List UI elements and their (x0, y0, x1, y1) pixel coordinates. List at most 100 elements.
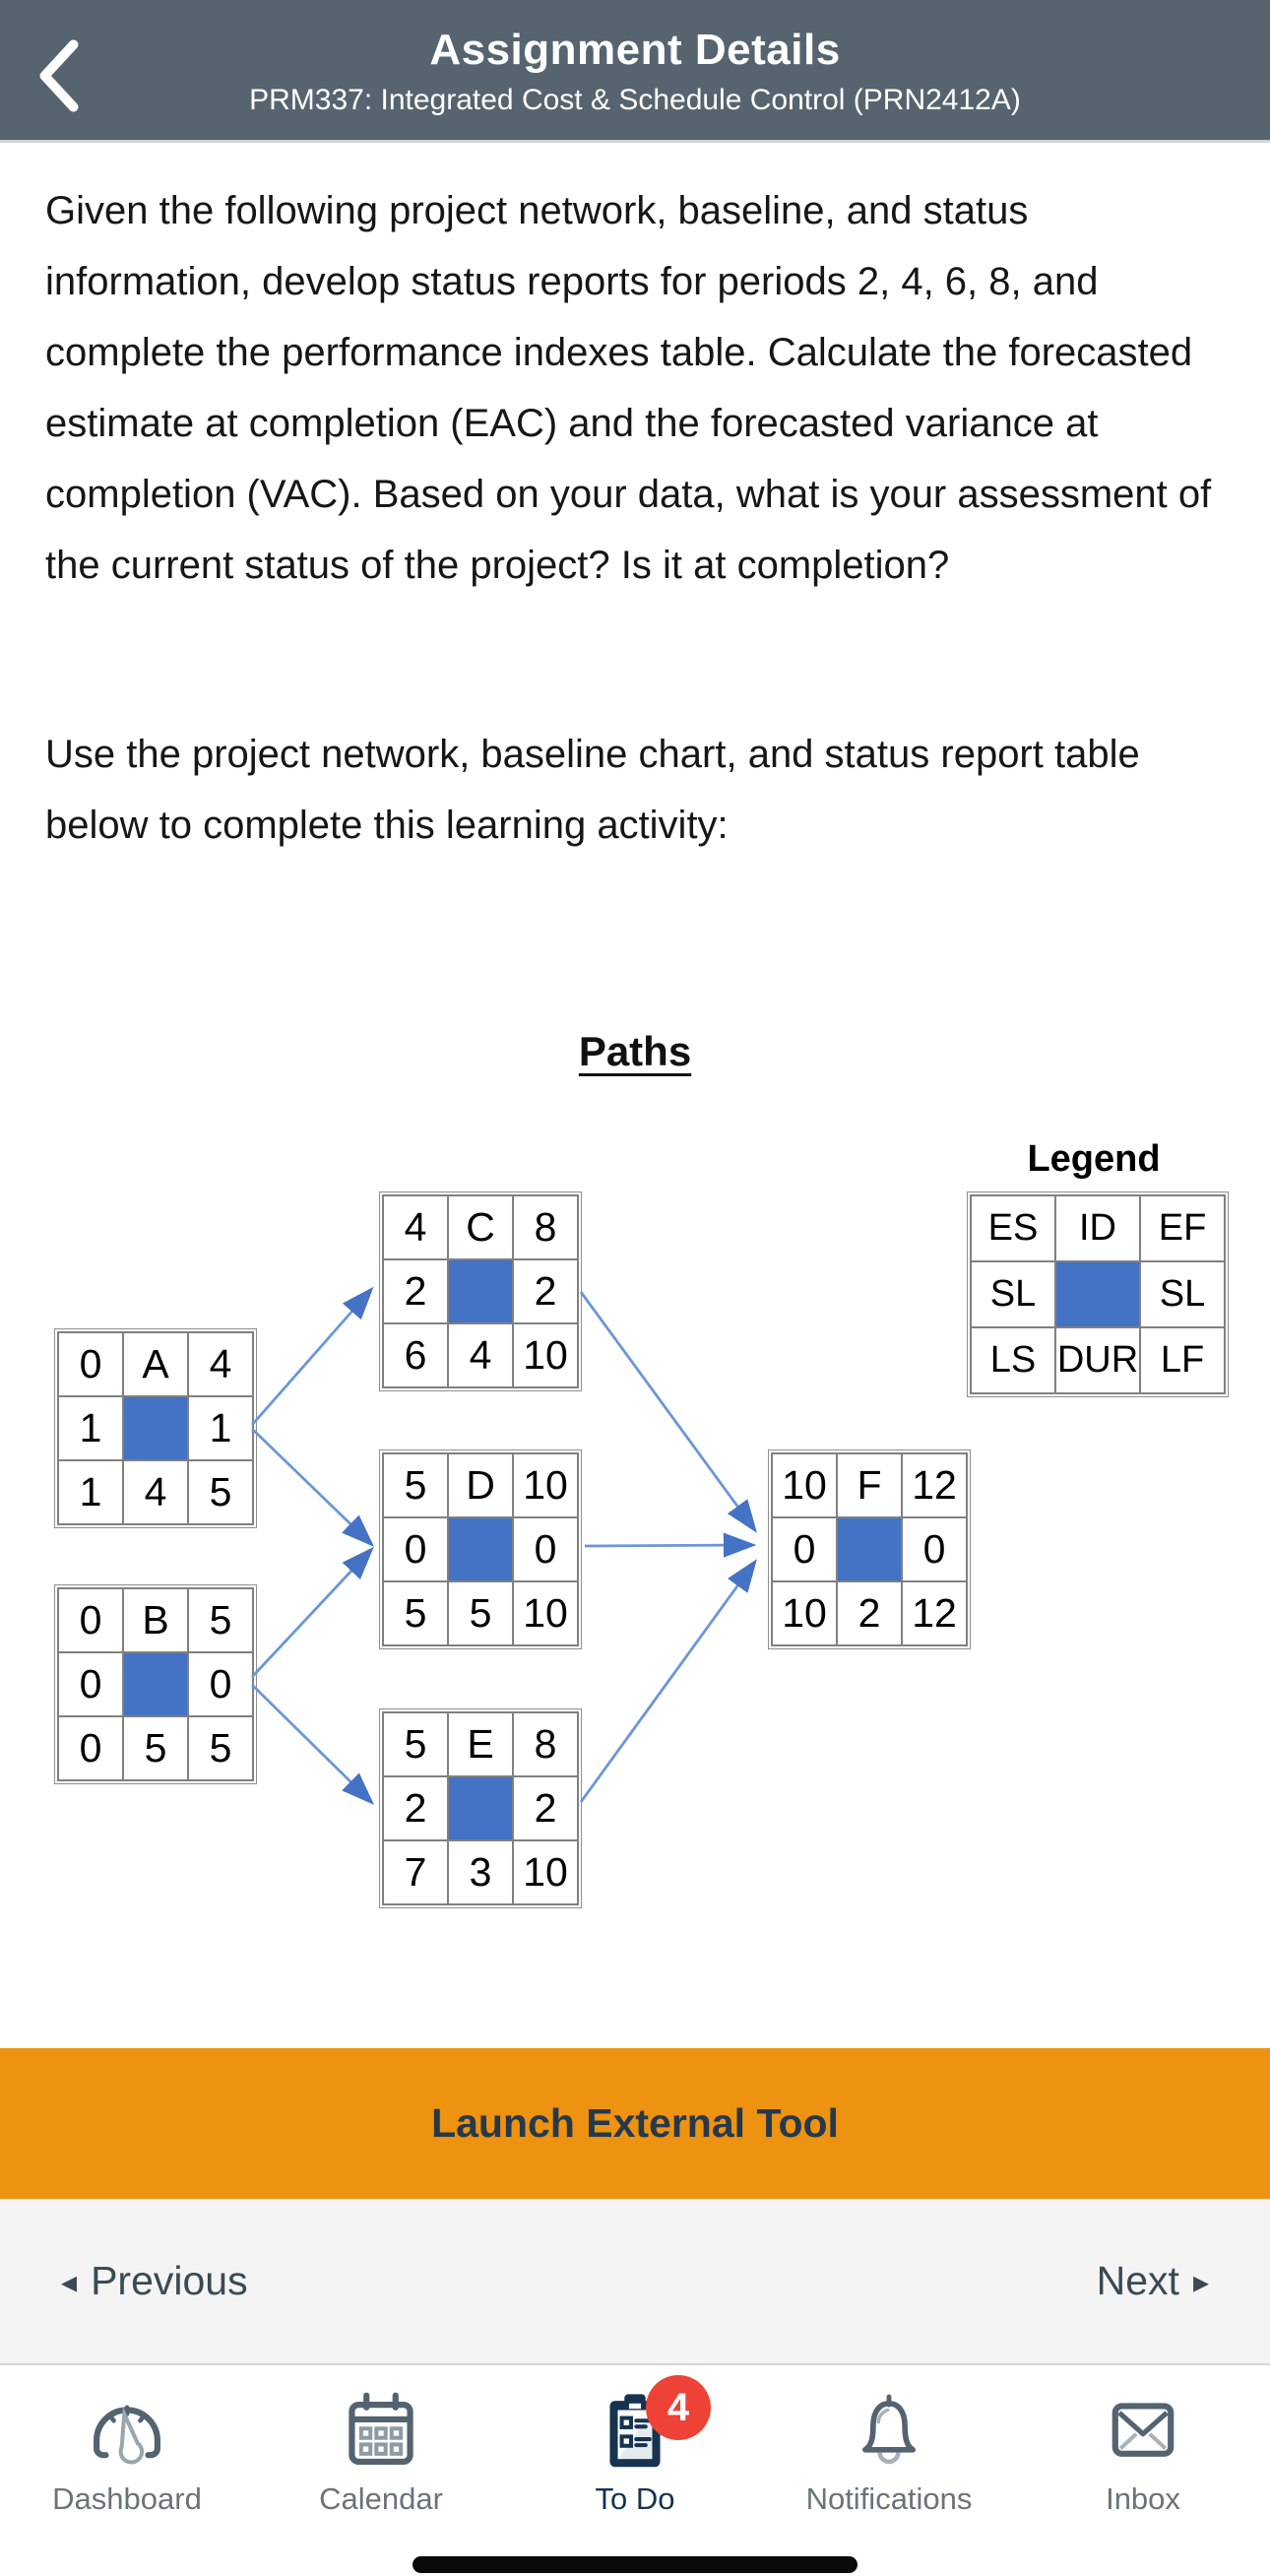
grid-cell: 5 (187, 1459, 254, 1525)
app-header: Assignment Details PRM337: Integrated Co… (0, 0, 1270, 143)
grid-cell: 2 (382, 1775, 449, 1841)
bottom-tab-bar: Dashboard (0, 2363, 1270, 2576)
grid-cell: 0 (57, 1715, 124, 1781)
grid-cell: 7 (382, 1839, 449, 1905)
edge-C-F (579, 1291, 757, 1533)
assignment-description-paragraph: Given the following project network, bas… (45, 189, 1212, 587)
grid-cell: ID (1054, 1194, 1141, 1262)
bell-icon (847, 2389, 931, 2474)
grid-cell: SL (1139, 1260, 1226, 1328)
grid-cell: 3 (447, 1839, 514, 1905)
grid-cell: LF (1139, 1326, 1226, 1394)
grid-cell (1054, 1260, 1141, 1328)
grid-cell: 4 (382, 1194, 449, 1260)
tab-inbox[interactable]: Inbox (1016, 2365, 1270, 2576)
edge-A-D (251, 1427, 375, 1547)
next-label: Next (1096, 2258, 1179, 2303)
legend-title: Legend (1027, 1138, 1161, 1180)
tab-dashboard[interactable]: Dashboard (0, 2365, 254, 2576)
grid-cell: 4 (122, 1459, 189, 1525)
grid-cell: 12 (901, 1452, 968, 1518)
grid-cell: 2 (382, 1258, 449, 1324)
grid-cell: 6 (382, 1322, 449, 1388)
tab-label: Inbox (1106, 2481, 1180, 2516)
grid-cell: 5 (382, 1711, 449, 1777)
previous-button[interactable]: ◂ Previous (61, 2258, 248, 2304)
grid-cell: 4 (187, 1331, 254, 1397)
grid-cell (122, 1651, 189, 1717)
course-subtitle: PRM337: Integrated Cost & Schedule Contr… (249, 84, 1021, 116)
pager-bar: ◂ Previous Next ▸ (0, 2199, 1270, 2363)
next-button[interactable]: Next ▸ (1097, 2258, 1209, 2304)
grid-cell: 10 (512, 1580, 579, 1646)
assignment-instructions-paragraph: Use the project network, baseline chart,… (45, 733, 1140, 847)
grid-cell: 1 (187, 1395, 254, 1461)
grid-cell: 0 (57, 1587, 124, 1653)
edge-E-F (579, 1559, 757, 1803)
paths-heading: Paths (578, 1028, 692, 1074)
launch-external-tool-button[interactable]: Launch External Tool (0, 2048, 1270, 2199)
grid-cell: 10 (771, 1452, 838, 1518)
grid-cell: B (122, 1587, 189, 1653)
grid-cell (122, 1395, 189, 1461)
tab-label: Calendar (319, 2481, 443, 2516)
edge-B-E (251, 1684, 374, 1805)
grid-cell: 1 (57, 1459, 124, 1525)
grid-cell: F (836, 1452, 903, 1518)
grid-cell: 0 (57, 1651, 124, 1717)
grid-cell: 10 (771, 1580, 838, 1646)
tab-label: Dashboard (52, 2481, 202, 2516)
grid-cell: 10 (512, 1839, 579, 1905)
tab-notifications[interactable]: Notifications (762, 2365, 1016, 2576)
grid-cell (447, 1258, 514, 1324)
grid-cell: 8 (512, 1194, 579, 1260)
calendar-icon (339, 2389, 423, 2474)
edge-B-D (250, 1546, 374, 1678)
grid-cell: DUR (1054, 1326, 1141, 1394)
envelope-icon (1101, 2389, 1185, 2474)
grid-cell: 10 (512, 1322, 579, 1388)
home-indicator[interactable] (413, 2556, 857, 2573)
tab-label: To Do (595, 2481, 675, 2516)
grid-cell: 5 (122, 1715, 189, 1781)
grid-cell: 0 (382, 1516, 449, 1582)
grid-cell: 5 (187, 1715, 254, 1781)
tab-todo[interactable]: 4 To Do (508, 2365, 762, 2576)
grid-cell (447, 1516, 514, 1582)
tab-label: Notifications (805, 2481, 973, 2516)
grid-cell: 5 (382, 1580, 449, 1646)
grid-cell: A (122, 1331, 189, 1397)
edge-D-F (584, 1532, 757, 1558)
grid-cell: 5 (447, 1580, 514, 1646)
grid-cell: 0 (901, 1516, 968, 1582)
next-triangle-icon: ▸ (1192, 2263, 1209, 2299)
tab-calendar[interactable]: Calendar (254, 2365, 508, 2576)
previous-label: Previous (91, 2258, 248, 2303)
grid-cell: 0 (187, 1651, 254, 1717)
grid-cell: 2 (512, 1258, 579, 1324)
todo-clipboard-icon: 4 (593, 2375, 711, 2474)
todo-badge: 4 (646, 2375, 711, 2440)
back-chevron-icon[interactable] (30, 37, 89, 114)
edge-A-C (250, 1286, 374, 1426)
grid-cell: D (447, 1452, 514, 1518)
grid-cell: C (447, 1194, 514, 1260)
grid-cell: E (447, 1711, 514, 1777)
grid-cell: 4 (447, 1322, 514, 1388)
dashboard-gauge-icon (85, 2389, 169, 2474)
grid-cell: 2 (836, 1580, 903, 1646)
launch-button-label: Launch External Tool (431, 2100, 839, 2146)
grid-cell (836, 1516, 903, 1582)
grid-cell (447, 1775, 514, 1841)
grid-cell: SL (970, 1260, 1056, 1328)
grid-cell: 5 (382, 1452, 449, 1518)
grid-cell: LS (970, 1326, 1056, 1394)
grid-cell: 12 (901, 1580, 968, 1646)
